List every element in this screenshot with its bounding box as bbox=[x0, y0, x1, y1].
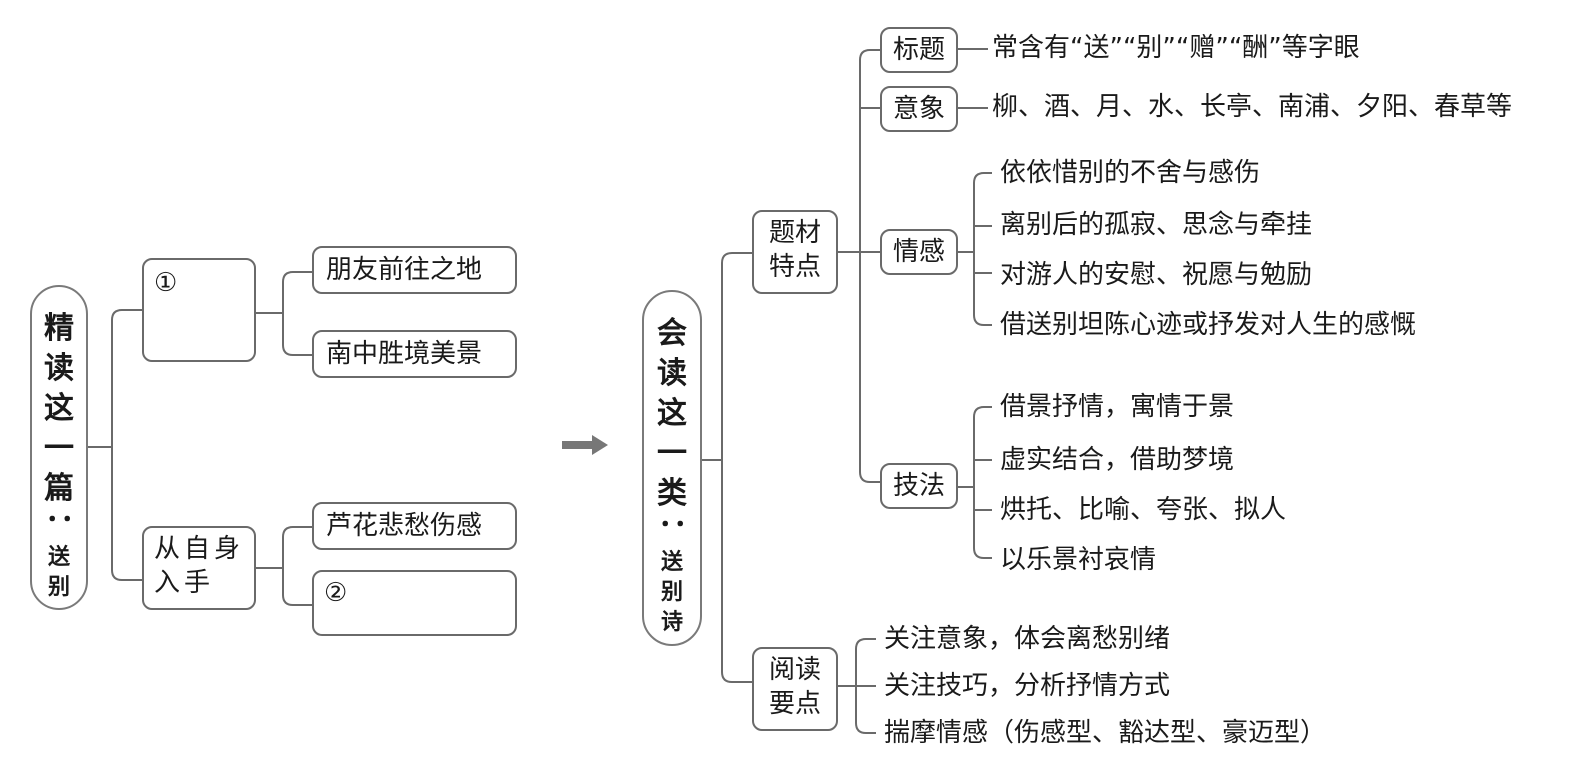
technique-item: 虚实结合，借助梦境 bbox=[1000, 445, 1235, 475]
right-root-sub-char: 别 bbox=[660, 580, 683, 605]
right-root-char: 会 bbox=[657, 316, 687, 351]
emotion-item: 依依惜别的不舍与感伤 bbox=[1000, 158, 1261, 188]
emotion-node: 情感 bbox=[880, 229, 958, 275]
topic-features-node: 题材 特点 bbox=[752, 210, 838, 294]
right-root-node: 会 读 这 一 类 ： 送 别 诗 bbox=[642, 290, 702, 646]
right-arrow-icon bbox=[562, 435, 608, 455]
imagery-description: 柳、酒、月、水、长亭、南浦、夕阳、春草等 bbox=[992, 92, 1513, 122]
reading-item: 揣摩情感（伤感型、豁达型、豪迈型） bbox=[884, 718, 1327, 748]
left-root-sub-char: 送 bbox=[47, 545, 70, 570]
right-root-char: 类 bbox=[657, 476, 687, 511]
left-root-char: 精 bbox=[44, 311, 74, 346]
emotion-item: 对游人的安慰、祝愿与勉励 bbox=[1000, 260, 1313, 290]
branch-2-node: 从自身 入手 bbox=[142, 526, 256, 610]
right-root-char: 这 bbox=[657, 396, 687, 431]
branch-1-node: ① bbox=[142, 258, 256, 362]
left-root-char: 读 bbox=[44, 351, 74, 386]
leaf-destination: 朋友前往之地 bbox=[312, 246, 517, 294]
left-root-char: 这 bbox=[44, 391, 74, 426]
emotion-item: 借送别坦陈心迹或抒发对人生的感慨 bbox=[1000, 310, 1417, 340]
right-root-sub-char: 送 bbox=[660, 550, 683, 575]
technique-item: 烘托、比喻、夸张、拟人 bbox=[1000, 495, 1287, 525]
leaf-scenery: 南中胜境美景 bbox=[312, 330, 517, 378]
technique-item: 以乐景衬哀情 bbox=[1000, 545, 1157, 575]
reading-points-node: 阅读 要点 bbox=[752, 647, 838, 731]
emotion-item: 离别后的孤寂、思念与牵挂 bbox=[1000, 210, 1313, 240]
blank-2-node: ② bbox=[312, 570, 517, 636]
left-root-colon: ： bbox=[42, 511, 77, 541]
technique-item: 借景抒情，寓情于景 bbox=[1000, 392, 1235, 422]
left-root-char: 一 bbox=[44, 431, 74, 466]
blank-1-label: ① bbox=[154, 268, 178, 298]
imagery-node: 意象 bbox=[880, 86, 958, 132]
right-root-char: 读 bbox=[657, 356, 687, 391]
technique-node: 技法 bbox=[880, 463, 958, 509]
left-root-char: 篇 bbox=[44, 471, 74, 506]
reading-item: 关注意象，体会离愁别绪 bbox=[884, 624, 1171, 654]
left-root-sub-char: 别 bbox=[47, 575, 70, 600]
left-root-node: 精 读 这 一 篇 ： 送 别 bbox=[30, 285, 88, 610]
title-description: 常含有“送”“别”“赠”“酬”等字眼 bbox=[992, 33, 1360, 63]
right-root-sub-char: 诗 bbox=[660, 610, 683, 635]
right-root-colon: ： bbox=[655, 516, 690, 546]
leaf-reed-sorrow: 芦花悲愁伤感 bbox=[312, 502, 517, 550]
title-node: 标题 bbox=[880, 27, 958, 73]
reading-item: 关注技巧，分析抒情方式 bbox=[884, 671, 1171, 701]
right-root-char: 一 bbox=[657, 436, 687, 471]
